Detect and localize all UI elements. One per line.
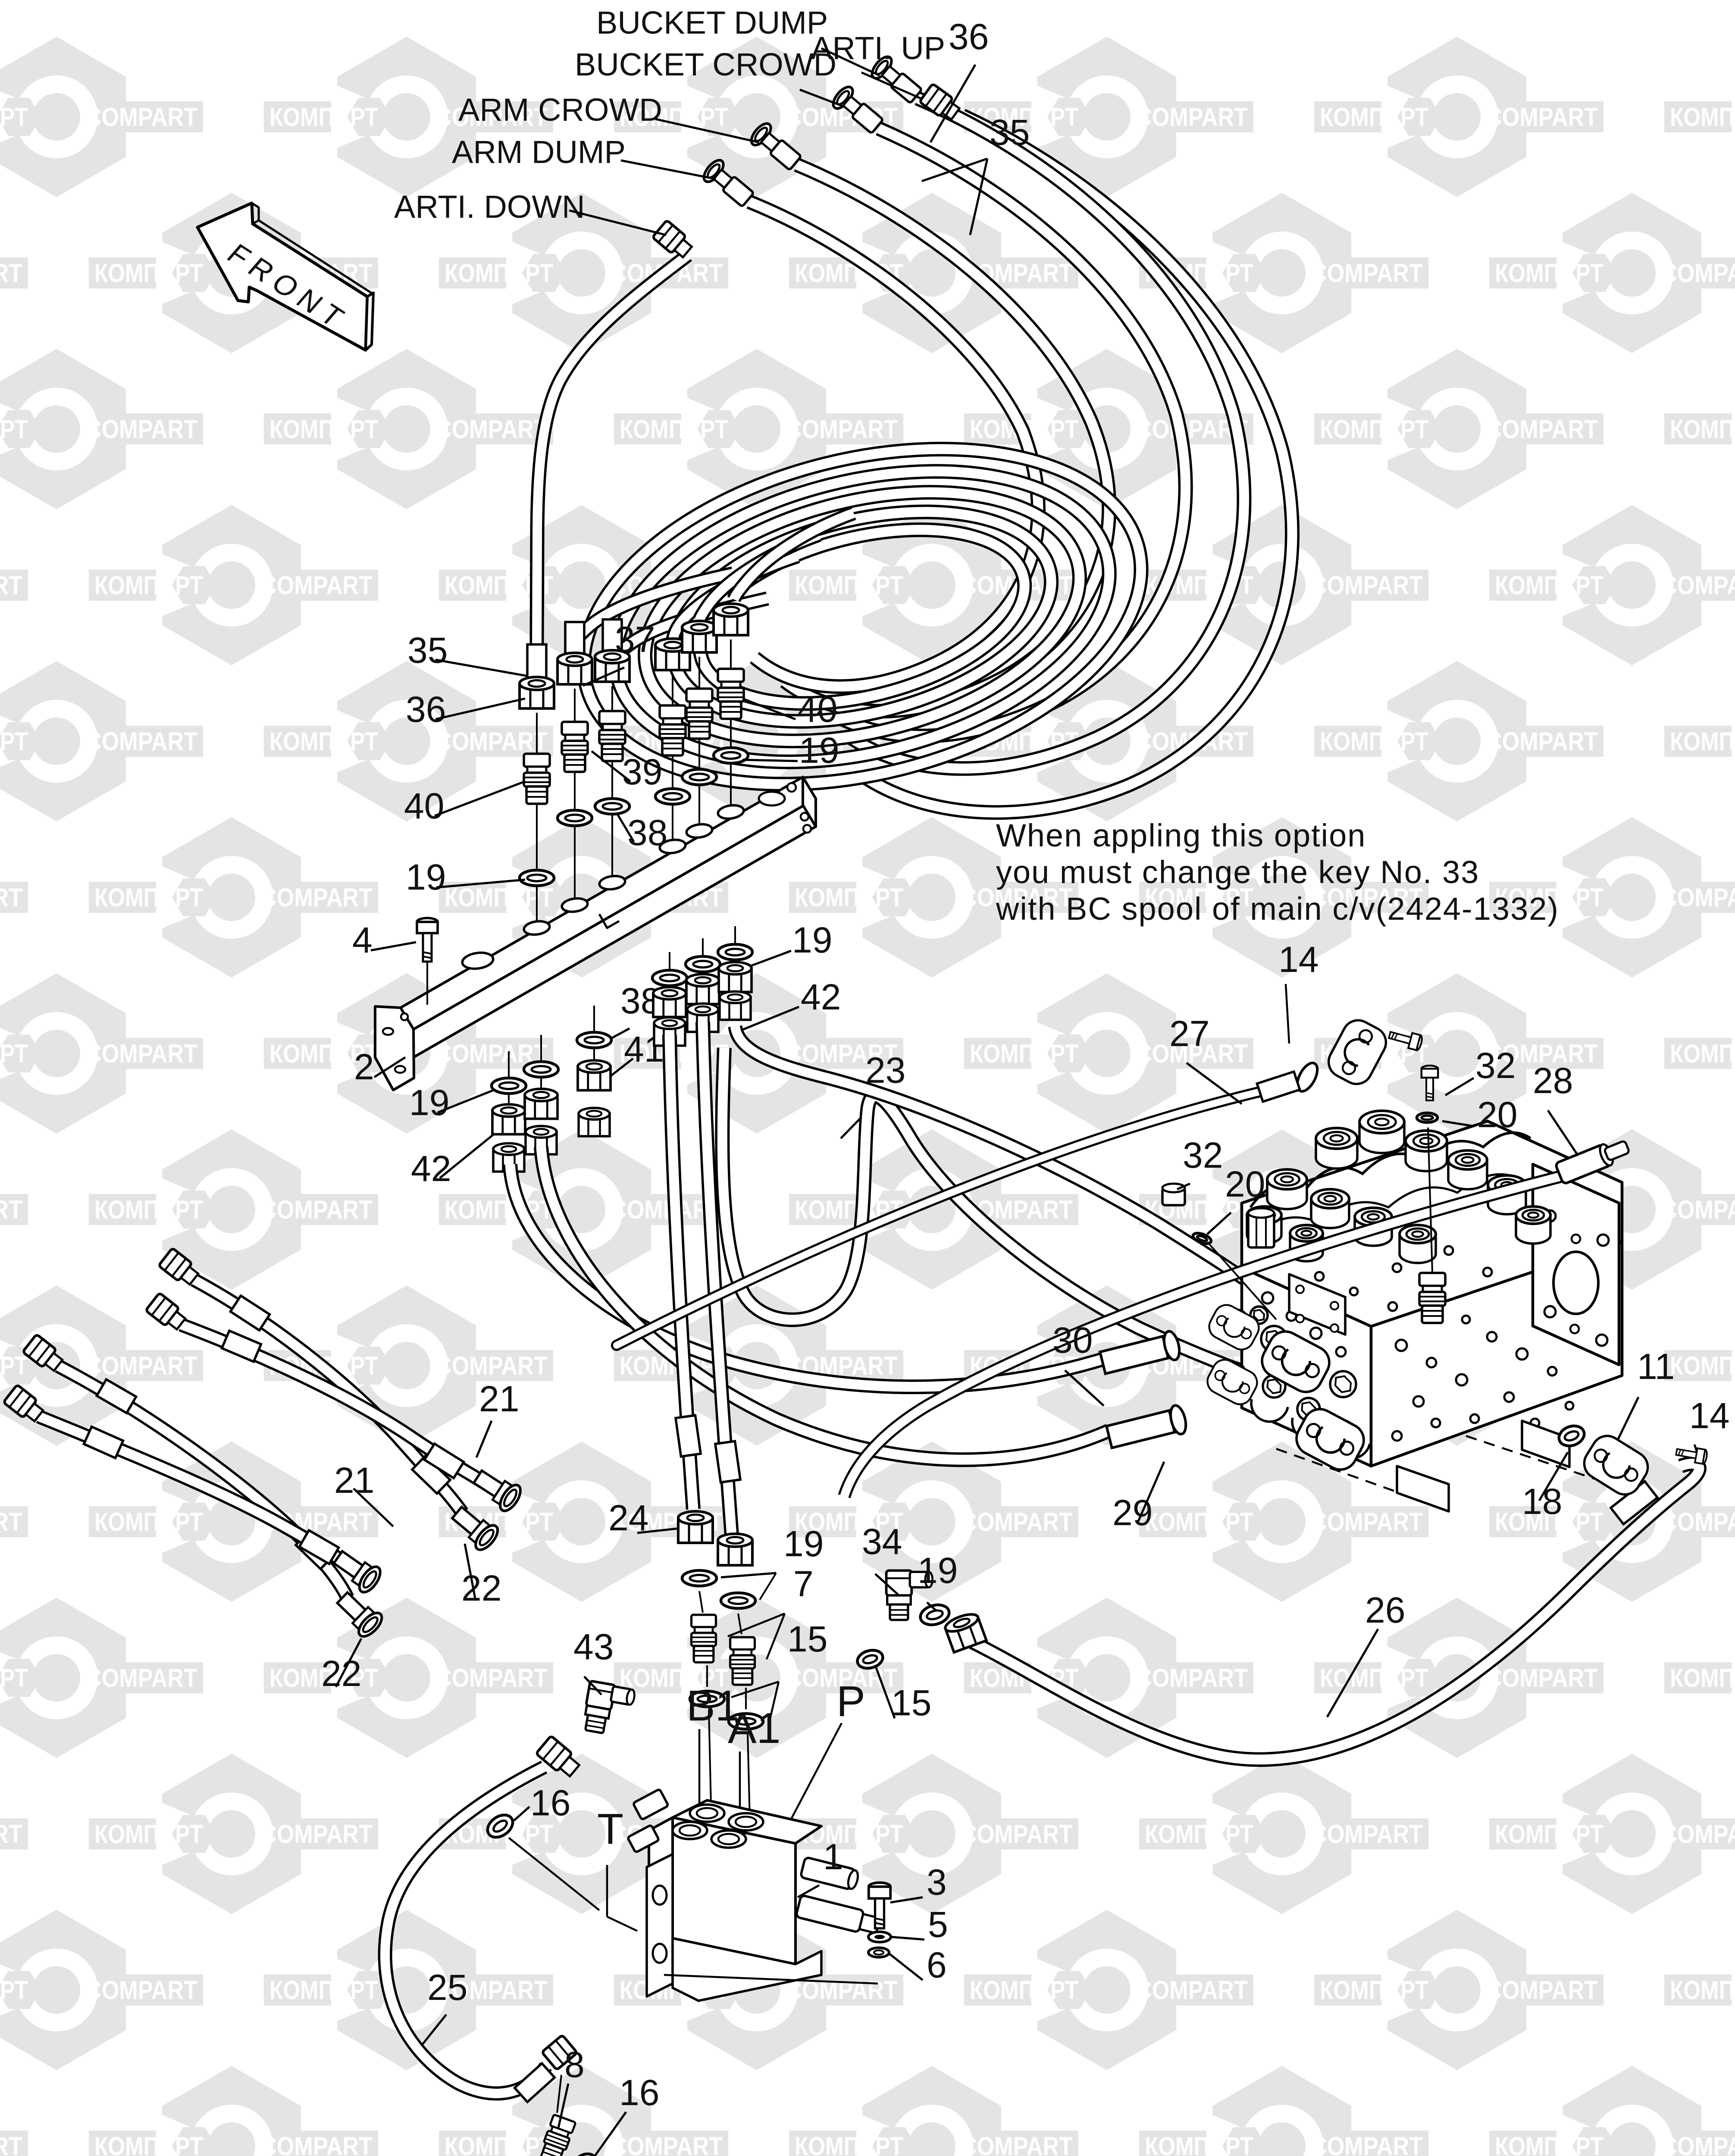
svg-text:37: 37 — [615, 619, 655, 660]
svg-text:26: 26 — [1365, 1590, 1405, 1630]
svg-text:42: 42 — [801, 977, 841, 1017]
svg-text:18: 18 — [1522, 1481, 1562, 1522]
svg-text:B1: B1 — [686, 1682, 739, 1730]
svg-text:BUCKET DUMP: BUCKET DUMP — [596, 5, 828, 41]
svg-text:19: 19 — [406, 857, 446, 897]
svg-text:30: 30 — [1052, 1320, 1093, 1360]
svg-text:25: 25 — [427, 1967, 467, 2008]
svg-text:6: 6 — [927, 1945, 947, 1985]
svg-text:15: 15 — [891, 1683, 931, 1723]
svg-text:19: 19 — [792, 920, 832, 960]
svg-text:40: 40 — [797, 689, 837, 730]
svg-text:35: 35 — [407, 630, 448, 671]
svg-text:1: 1 — [823, 1836, 843, 1877]
svg-text:When appling this option: When appling this option — [996, 818, 1366, 853]
svg-text:T: T — [597, 1805, 623, 1853]
svg-text:21: 21 — [479, 1379, 519, 1419]
svg-text:14: 14 — [1689, 1395, 1729, 1436]
svg-text:ARTI. UP: ARTI. UP — [811, 30, 945, 66]
svg-text:19: 19 — [918, 1550, 958, 1591]
svg-text:43: 43 — [573, 1626, 614, 1667]
svg-text:7: 7 — [793, 1564, 814, 1604]
svg-text:39: 39 — [622, 752, 662, 792]
svg-text:32: 32 — [1475, 1045, 1516, 1086]
svg-text:36: 36 — [406, 689, 446, 730]
svg-text:2: 2 — [354, 1047, 374, 1087]
svg-text:ARM DUMP: ARM DUMP — [452, 134, 626, 170]
svg-text:22: 22 — [321, 1653, 361, 1694]
svg-text:16: 16 — [530, 1783, 570, 1823]
svg-text:40: 40 — [404, 786, 444, 826]
svg-text:you must change the key No. 33: you must change the key No. 33 — [996, 854, 1479, 890]
svg-text:20: 20 — [1225, 1164, 1265, 1204]
svg-text:35: 35 — [990, 112, 1030, 153]
svg-text:36: 36 — [949, 16, 989, 57]
svg-text:32: 32 — [1183, 1135, 1223, 1175]
svg-text:42: 42 — [411, 1148, 451, 1189]
svg-text:15: 15 — [787, 1619, 827, 1659]
svg-text:BUCKET CROWD: BUCKET CROWD — [575, 47, 836, 82]
svg-text:A1: A1 — [728, 1704, 780, 1752]
svg-text:ARTI. DOWN: ARTI. DOWN — [394, 189, 585, 225]
svg-text:22: 22 — [461, 1568, 501, 1608]
svg-text:14: 14 — [1278, 939, 1318, 980]
svg-text:19: 19 — [783, 1523, 824, 1564]
svg-text:5: 5 — [928, 1904, 948, 1945]
svg-text:29: 29 — [1112, 1492, 1152, 1533]
svg-text:8: 8 — [564, 2044, 585, 2085]
svg-text:20: 20 — [1477, 1094, 1517, 1135]
svg-text:16: 16 — [619, 2072, 659, 2113]
svg-text:34: 34 — [862, 1521, 902, 1562]
svg-text:38: 38 — [627, 812, 667, 853]
svg-text:P: P — [836, 1677, 865, 1726]
svg-text:3: 3 — [927, 1862, 947, 1902]
svg-text:with BC spool of main c/v(2424: with BC spool of main c/v(2424-1332) — [996, 891, 1559, 927]
svg-text:19: 19 — [799, 730, 839, 771]
svg-text:4: 4 — [352, 920, 373, 960]
svg-text:11: 11 — [1637, 1346, 1675, 1387]
svg-text:21: 21 — [334, 1460, 374, 1501]
svg-text:27: 27 — [1169, 1013, 1209, 1054]
svg-text:ARM CROWD: ARM CROWD — [458, 92, 662, 128]
svg-text:19: 19 — [409, 1082, 449, 1123]
svg-text:28: 28 — [1533, 1060, 1573, 1101]
